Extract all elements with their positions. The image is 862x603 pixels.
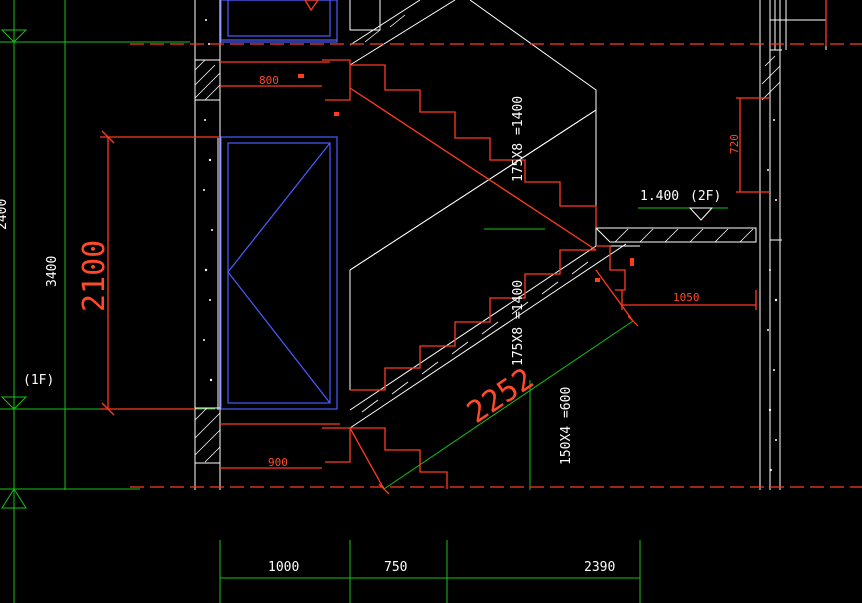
bottom-dim-3: 2390 [584,560,615,575]
landing-width: 1050 [673,291,700,304]
wall-hatch [194,55,781,463]
window-width-lower: 900 [268,456,288,469]
bottom-dim-1: 1000 [268,560,299,575]
left-wall [194,0,221,490]
red-markers [298,74,634,282]
slope-length: 2252 [461,361,540,430]
door-frame [220,0,338,410]
stair-lower-rise: 175X8 =1400 [511,280,526,366]
door-height-label: 2100 [77,240,112,312]
bottom-dim-2: 750 [384,560,407,575]
stair-bottom-rise: 150X4 =600 [559,387,574,465]
red-stair-treads [100,0,862,495]
stair-hatch [361,14,754,413]
level-1f-label: (1F) [23,373,54,388]
level-2f-value: 1.400 [640,189,679,204]
labels: (1F) (2F) 1.400 3400 2400 2100 175X8 =14… [0,74,741,575]
vertical-small-dim: 720 [728,134,741,154]
green-grid-lines [0,0,728,603]
white-outline-lines [349,0,827,490]
height-total-label: 3400 [45,256,60,287]
window-width-upper: 800 [259,74,279,87]
height-left-partial: 2400 [0,199,10,230]
stair-upper-rise: 175X8 =1400 [511,96,526,182]
level-2f-label: (2F) [690,189,721,204]
concrete-texture [203,19,778,471]
